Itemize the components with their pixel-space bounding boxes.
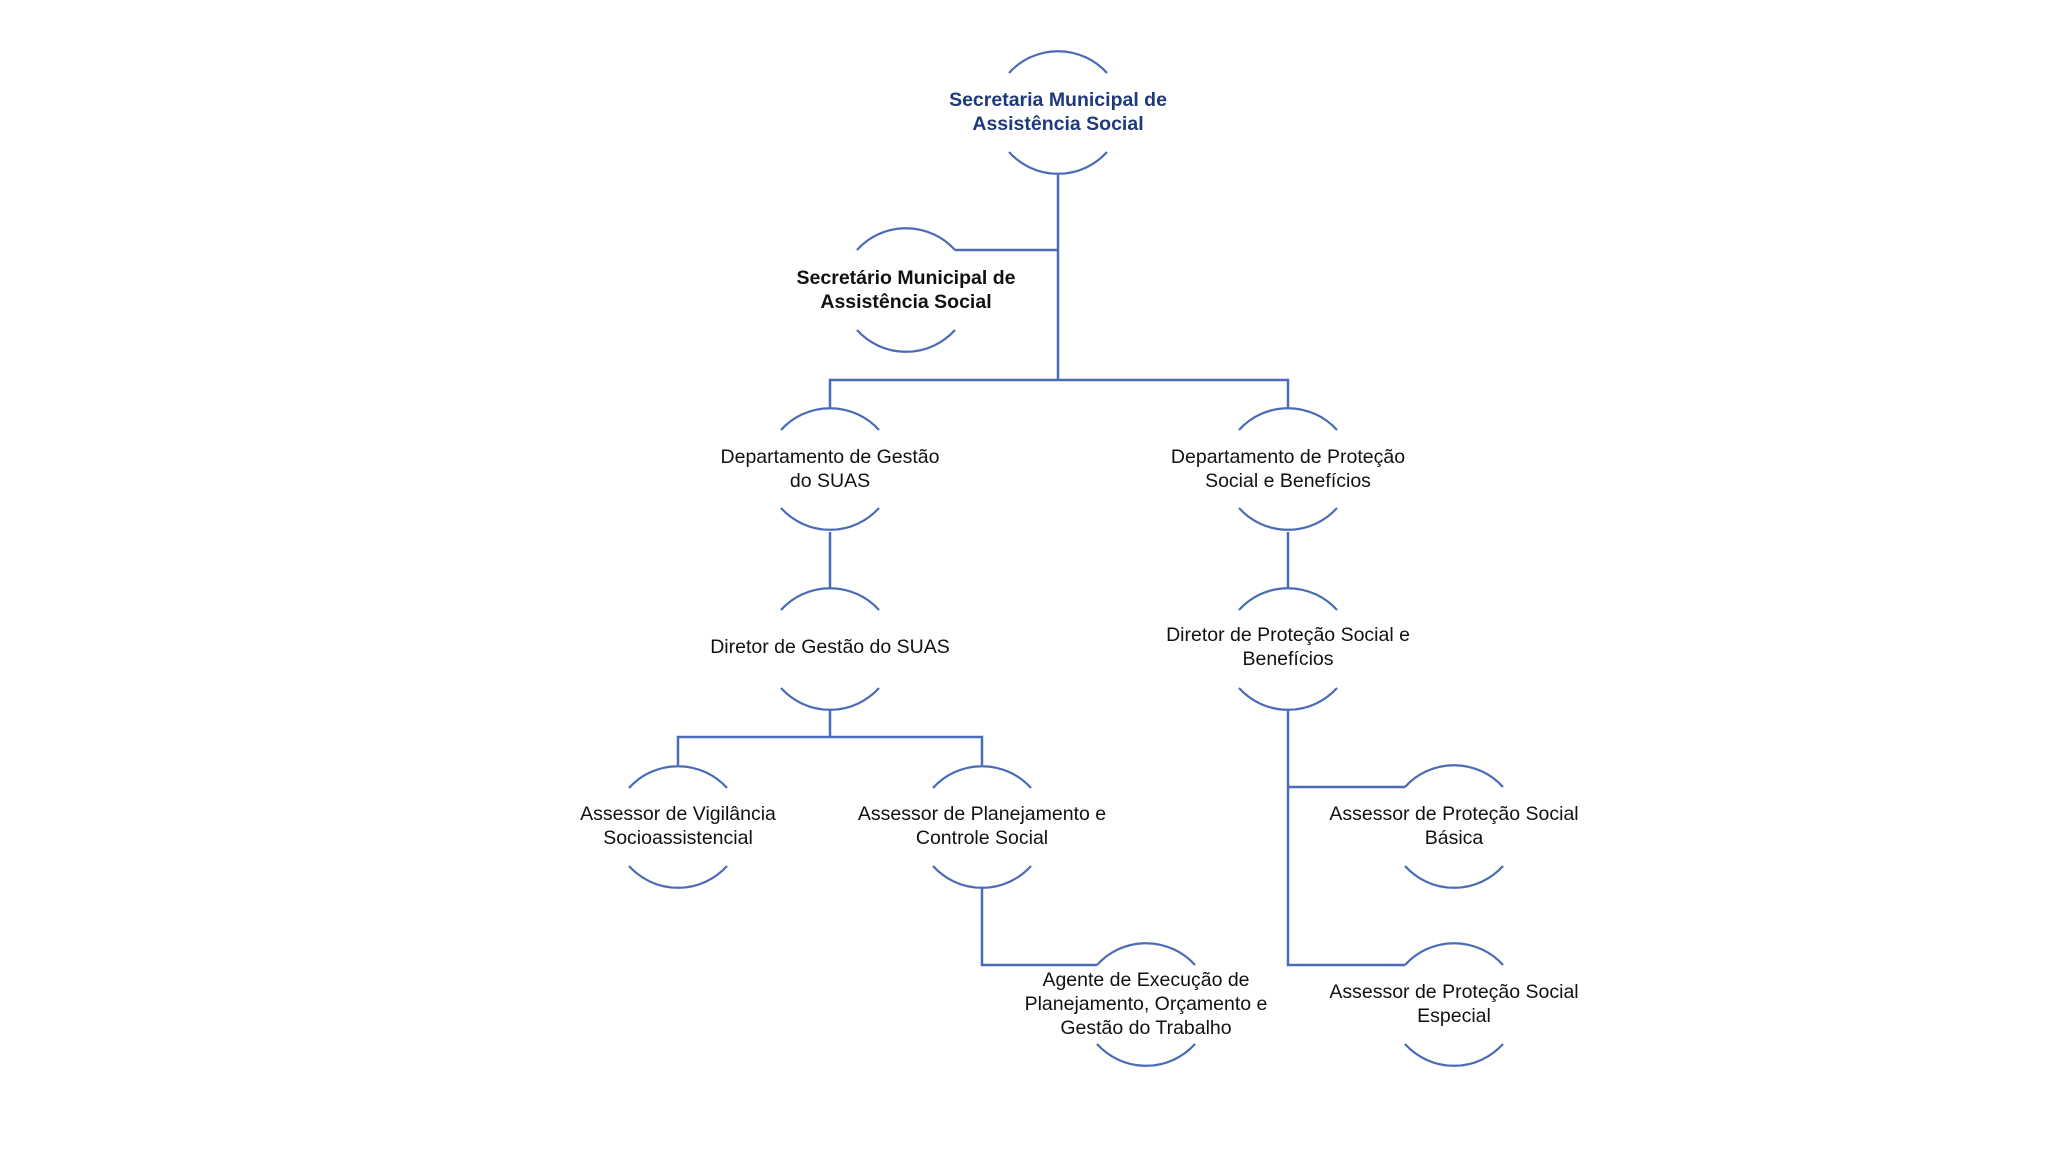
secretaria-arc-bottom <box>1008 151 1108 175</box>
node-label-line: Especial <box>1417 1005 1491 1027</box>
node-label-line: do SUAS <box>789 470 871 492</box>
node-assessor-vigilancia: Assessor de Vigilância Socioassistencial <box>580 802 776 850</box>
dir-protecao-arc-bottom <box>1238 687 1338 711</box>
node-secretaria-municipal: Secretaria Municipal de Assistência Soci… <box>949 88 1167 136</box>
node-label-line: Controle Social <box>915 827 1049 849</box>
node-label-line: Socioassistencial <box>603 827 753 849</box>
node-arcs <box>628 50 1504 1067</box>
secretario-arc-top <box>856 227 956 251</box>
node-label-line: Assessor de Vigilância <box>580 803 776 825</box>
dir-gestao-arc-bottom <box>780 687 880 711</box>
assessor-planejamento-arc-bottom <box>932 865 1032 889</box>
node-label-line: Social e Benefícios <box>1205 470 1371 492</box>
assessor-vigilancia-arc-bottom <box>628 865 728 889</box>
node-departamento-protecao: Departamento de Proteção Social e Benefí… <box>1171 445 1405 493</box>
node-label-line: Diretor de Gestão do SUAS <box>710 636 950 658</box>
node-label-line: Assistência Social <box>972 113 1144 135</box>
dir-protecao-arc-top <box>1238 587 1338 611</box>
secretaria-arc-top <box>1008 50 1108 74</box>
dept-protecao-arc-top <box>1238 407 1338 431</box>
node-secretario-municipal: Secretário Municipal de Assistência Soci… <box>797 266 1016 314</box>
node-label-line: Diretor de Proteção Social e <box>1166 624 1410 646</box>
node-label-line: Departamento de Gestão <box>720 446 940 468</box>
dir-gestao-arc-top <box>780 587 880 611</box>
connector-diretor-gestao-assessores <box>676 710 984 765</box>
dept-protecao-arc-bottom <box>1238 507 1338 531</box>
node-label-line: Assessor de Proteção Social <box>1329 981 1579 1003</box>
agente-execucao-arc-top <box>1096 942 1196 966</box>
node-departamento-gestao: Departamento de Gestão do SUAS <box>721 445 940 493</box>
node-label-line: Agente de Execução de <box>1042 969 1250 991</box>
agente-execucao-arc-bottom <box>1096 1043 1196 1067</box>
node-label-line: Assessor de Planejamento e <box>857 803 1107 825</box>
node-label-line: Secretaria Municipal de <box>949 89 1167 111</box>
node-label-line: Secretário Municipal de <box>796 267 1016 289</box>
connector-departments <box>828 378 1290 408</box>
node-label-line: Gestão do Trabalho <box>1060 1017 1232 1039</box>
node-diretor-protecao: Diretor de Proteção Social e Benefícios <box>1166 623 1410 671</box>
node-assessor-protecao-basica: Assessor de Proteção Social Básica <box>1329 802 1578 850</box>
connector-planejamento-agente <box>980 888 1097 967</box>
node-diretor-gestao: Diretor de Gestão do SUAS <box>710 635 950 659</box>
node-assessor-protecao-especial: Assessor de Proteção Social Especial <box>1329 980 1578 1028</box>
assessor-basica-arc-top <box>1404 764 1504 788</box>
assessor-especial-arc-top <box>1404 942 1504 966</box>
assessor-vigilancia-arc-top <box>628 765 728 789</box>
node-label-line: Planejamento, Orçamento e <box>1024 993 1268 1015</box>
assessor-especial-arc-bottom <box>1404 1043 1504 1067</box>
node-label-line: Departamento de Proteção <box>1170 446 1406 468</box>
assessor-planejamento-arc-top <box>932 765 1032 789</box>
assessor-basica-arc-bottom <box>1404 865 1504 889</box>
node-assessor-planejamento: Assessor de Planejamento e Controle Soci… <box>858 802 1106 850</box>
node-label-line: Assessor de Proteção Social <box>1329 803 1579 825</box>
node-label-line: Básica <box>1424 827 1484 849</box>
connector-diretor-protecao-assessores <box>1286 710 1405 967</box>
dept-gestao-arc-top <box>780 407 880 431</box>
node-label-line: Assistência Social <box>820 291 992 313</box>
node-agente-execucao: Agente de Execução de Planejamento, Orça… <box>1025 968 1268 1040</box>
connector-lines <box>676 175 1405 967</box>
node-label-line: Benefícios <box>1242 648 1334 670</box>
dept-gestao-arc-bottom <box>780 507 880 531</box>
secretario-arc-bottom <box>856 329 956 353</box>
